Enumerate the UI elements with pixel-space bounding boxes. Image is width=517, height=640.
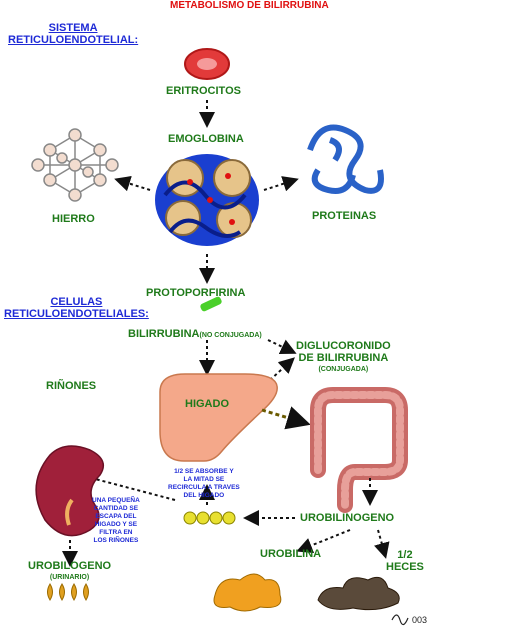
protoporfirina-label: PROTOPORFIRINA [146,287,246,299]
hemoglobina-label: EMOGLOBINA [168,133,244,145]
renal-line2: CANTIDAD SE [93,505,139,512]
diglucoronido-line1: DIGLUCORONIDO [296,340,391,352]
renal-note: UNA PEQUEÑA CANTIDAD SE ESCAPA DEL HIGAD… [92,497,140,545]
absorcion-line4: DEL HIGADO [183,492,225,499]
urobilogeno-main: UROBILOGENO [28,560,112,572]
protein-icon [307,124,384,194]
renal-line5: FILTRA EN [99,529,133,536]
section-celulas-line2: RETICULOENDOTELIALES: [4,308,149,320]
signature-mark [391,614,409,626]
heces-line2: HECES [386,561,424,573]
section-reticulo-line2: RETICULOENDOTELIAL: [8,34,139,46]
page-title: METABOLISMO DE BILIRRUBINA [170,0,329,11]
heces-line1: 1/2 [397,549,413,561]
diglucoronido-label: DIGLUCORONIDO DE BILIRRUBINA (CONJUGADA) [296,340,391,376]
section-reticulo-line1: SISTEMA [48,22,98,34]
renal-line1: UNA PEQUEÑA [92,497,140,504]
renal-line3: ESCAPA DEL [95,513,137,520]
proteinas-label: PROTEINAS [312,210,377,222]
stool-icon [317,576,400,611]
liver-icon [159,373,278,462]
absorcion-line3: RECIRCULA A TRAVES [168,484,240,491]
section-celulas: CELULAS RETICULOENDOTELIALES: [4,296,149,320]
diglucoronido-sub: (CONJUGADA) [318,366,369,373]
absorcion-line2: LA MITAD SE [183,476,225,483]
bilirrubina-sub: (NO CONJUGADA) [199,332,262,339]
bilirrubina-label: BILIRRUBINA(NO CONJUGADA) [128,328,262,340]
kidney-icon [35,445,105,537]
urobilinogeno-label: UROBILINOGENO [300,512,395,524]
absorcion-line1: 1/2 SE ABSORBE Y [174,468,234,475]
protoporphyrin-icon [200,296,222,312]
iron-lattice-icon [31,128,119,202]
intestine-icon [310,387,408,513]
hierro-label: HIERRO [52,213,95,225]
signature: 003 [412,615,428,625]
higado-label: HIGADO [185,398,229,410]
absorcion-note: 1/2 SE ABSORBE Y LA MITAD SE RECIRCULA A… [168,468,240,500]
rinones-label: RIÑONES [46,380,97,392]
heces-label: 1/2 HECES [386,549,424,573]
urobilogeno-urinario-label: UROBILOGENO (URINARIO) [28,561,111,583]
section-celulas-line1: CELULAS [50,296,103,308]
bilirrubina-main: BILIRRUBINA [128,328,200,340]
urobilogeno-sub: (URINARIO) [49,574,90,581]
erythrocyte-icon [184,48,230,80]
eritrocitos-label: ERITROCITOS [166,85,241,97]
diglucoronido-line2: DE BILIRRUBINA [298,352,389,364]
urobilina-label: UROBILINA [260,548,322,560]
urine-drops-icon [47,583,89,601]
hemoglobin-molecule-icon [155,154,259,246]
renal-line6: LOS RIÑONES [93,537,139,544]
bile-dots [183,511,236,525]
renal-line4: HIGADO Y SE [94,521,138,528]
section-reticulo: SISTEMA RETICULOENDOTELIAL: [8,22,138,46]
urobilina-icon [213,573,282,612]
